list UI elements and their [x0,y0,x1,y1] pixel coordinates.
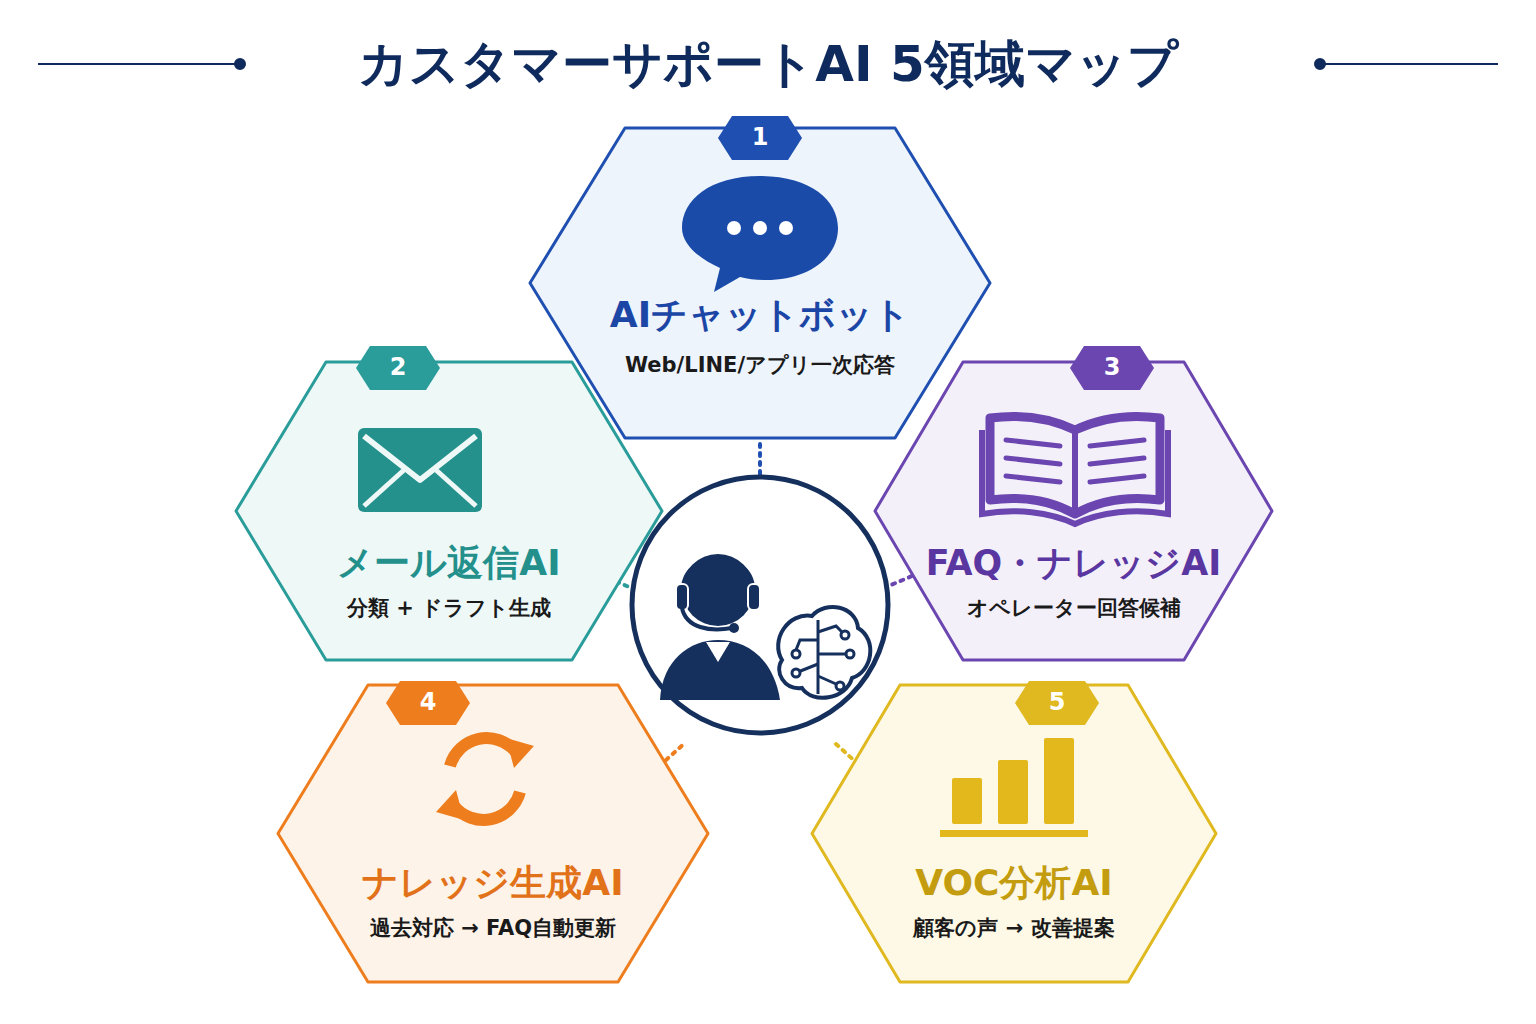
hexagon-shape [530,128,990,438]
title: カスタマーサポートAI 5領域マップ [358,31,1178,98]
dotted-links [608,444,912,764]
hexagon-outline [278,685,708,982]
node-subtitle: 過去対応 → FAQ自動更新 [370,916,616,940]
badge-number: 1 [752,124,769,152]
hexagon-outline [236,362,662,660]
node-heading: ナレッジ生成AI [362,862,623,903]
node-heading: VOC分析AI [915,862,1113,903]
rule-line [1322,63,1498,65]
chart-icon [940,738,1088,837]
number-badge [718,116,802,160]
number-badge [386,681,470,725]
badge-number: 2 [390,354,407,382]
badge-number: 4 [420,689,437,717]
number-badge [356,346,440,390]
node-subtitle: オペレーター回答候補 [967,596,1181,620]
dotted-link [666,742,686,760]
hexagon-node: 4 ナレッジ生成AI 過去対応 → FAQ自動更新 [278,685,708,982]
mail-icon [358,428,482,512]
book-icon [982,417,1168,525]
badge-number: 3 [1104,354,1121,382]
hexagon-outline [812,685,1216,982]
node-heading: メール返信AI [337,542,560,583]
refresh-icon [436,738,534,820]
rule-dot [1315,59,1325,69]
node-heading: FAQ・ナレッジAI [926,543,1222,583]
hexagon-outline [875,362,1272,660]
rule-line [38,63,238,65]
number-badge [1070,346,1154,390]
node-subtitle: 分類 + ドラフト生成 [347,596,551,620]
rule-dot [235,59,245,69]
operator-illustration [632,477,888,733]
badge-number: 5 [1049,689,1066,717]
node-subtitle: 顧客の声 → 改善提案 [913,916,1114,940]
chat-icon [682,176,838,292]
number-badge [1015,681,1099,725]
node-subtitle: Web/LINE/アプリ一次応答 [625,353,895,377]
hexagon-node: 1AIチャットボットWeb/LINE/アプリ一次応答 [530,128,990,438]
hexagon-outline [530,128,990,438]
node-heading: AIチャットボット [610,294,910,335]
